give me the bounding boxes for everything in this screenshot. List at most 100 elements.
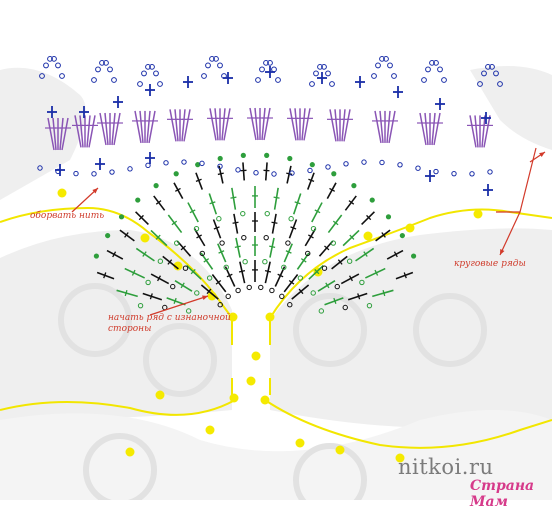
- blue-chain: [372, 74, 377, 79]
- blue-chain: [108, 67, 113, 72]
- blue-chain: [388, 63, 393, 68]
- row-black-1-stitch: [265, 262, 270, 283]
- blue-chain: [392, 74, 397, 79]
- row-green-1-stitch: [270, 238, 274, 258]
- row-black-1-chain: [259, 285, 263, 289]
- row-black-1-bar: [239, 271, 245, 272]
- note-start-row-line1: начать ряд с изнаночной: [108, 313, 231, 323]
- blue-chain-lower: [344, 162, 348, 166]
- row-black-1-chain: [280, 294, 284, 298]
- lace-top-left: [0, 68, 86, 200]
- row-black-2-chain: [286, 241, 290, 245]
- yellow-dot: [406, 224, 415, 233]
- blue-chain: [422, 78, 427, 83]
- blue-chain: [442, 78, 447, 83]
- lace-background: [0, 66, 552, 500]
- blue-chain-lower: [380, 160, 384, 164]
- blue-chain: [426, 67, 431, 72]
- row-black-1-chain: [236, 288, 240, 292]
- green-dot: [411, 253, 416, 258]
- row-black-3-bar: [286, 173, 292, 174]
- note-start-row: начать ряд с изнаночной стороны: [108, 313, 238, 335]
- note-round-rows: круговые ряды: [454, 259, 526, 270]
- green-dot: [105, 233, 110, 238]
- yellow-dot: [126, 448, 135, 457]
- blue-chain: [260, 67, 265, 72]
- row-black-3-stitch: [345, 196, 356, 210]
- blue-chain: [326, 71, 331, 76]
- row-black-2-stitch: [234, 214, 238, 234]
- blue-chain-lower: [416, 166, 420, 170]
- blue-chain-lower: [308, 168, 312, 172]
- green-dot: [287, 156, 292, 161]
- blue-chain: [314, 71, 319, 76]
- green-dot: [174, 171, 179, 176]
- blue-chain-lower: [200, 161, 204, 165]
- row-green-2-bar: [295, 202, 301, 204]
- blue-chain: [330, 82, 335, 87]
- row-black-1-chain: [247, 285, 251, 289]
- yellow-dot: [230, 394, 239, 403]
- row-black-3-stitch: [266, 162, 267, 180]
- row-black-2-bar: [233, 222, 239, 223]
- row-black-3-stitch: [376, 230, 390, 241]
- row-green-2-bar: [210, 202, 216, 204]
- blue-chain: [158, 82, 163, 87]
- blue-chain: [272, 67, 277, 72]
- blue-chain-lower: [254, 171, 258, 175]
- note-start-row-line2: стороны: [108, 324, 151, 334]
- row-green-2-stitch: [168, 215, 181, 233]
- row-black-3-stitch: [154, 196, 165, 210]
- green-dot: [370, 197, 375, 202]
- green-dot: [264, 153, 269, 158]
- row-green-2-stitch: [232, 188, 236, 210]
- yellow-dot: [252, 352, 261, 361]
- row-black-2-stitch: [272, 214, 276, 234]
- blue-chain: [60, 74, 65, 79]
- blue-chain: [92, 78, 97, 83]
- yellow-dot: [296, 439, 305, 448]
- blue-chain: [56, 63, 61, 68]
- green-dot: [241, 153, 246, 158]
- blue-chain-lower: [146, 163, 150, 167]
- yellow-dot: [364, 232, 373, 241]
- green-dot: [400, 233, 405, 238]
- blue-chain-lower: [488, 170, 492, 174]
- blue-chain: [276, 78, 281, 83]
- yellow-dot: [58, 189, 67, 198]
- blue-chain-lower: [236, 168, 240, 172]
- row-black-3-stitch: [243, 162, 244, 180]
- green-dot: [94, 253, 99, 258]
- row-green-2-stitch: [312, 203, 322, 222]
- yellow-dot: [206, 426, 215, 435]
- green-dot: [135, 197, 140, 202]
- blue-chain-lower: [452, 171, 456, 175]
- blue-chain: [206, 63, 211, 68]
- note-tie-off: оборвать нить: [30, 211, 104, 222]
- blue-chain-lower: [128, 167, 132, 171]
- watermark-brand: Страна Мам: [470, 478, 552, 510]
- yellow-dot: [266, 313, 275, 322]
- yellow-dot: [336, 446, 345, 455]
- green-dot: [331, 171, 336, 176]
- blue-chain-lower: [362, 160, 366, 164]
- row-green-2-bar: [274, 197, 280, 198]
- row-green-2-stitch: [188, 203, 198, 222]
- row-green-2-bar: [230, 197, 236, 198]
- arrow-round-rows-top-head: [539, 152, 545, 157]
- row-black-2-bar: [272, 222, 278, 223]
- yellow-dot: [261, 396, 270, 405]
- blue-chain: [376, 63, 381, 68]
- row-green-2-chain: [217, 217, 221, 221]
- row-green-2-chain: [289, 217, 293, 221]
- row-black-2-chain: [220, 241, 224, 245]
- blue-chain: [138, 82, 143, 87]
- row-black-1-stitch: [240, 262, 245, 283]
- yellow-dot: [156, 391, 165, 400]
- row-green-2-chain: [265, 211, 269, 215]
- row-green-2-chain: [241, 211, 245, 215]
- row-green-2-stitch: [275, 188, 279, 210]
- blue-chain-lower: [326, 165, 330, 169]
- blue-chain: [112, 78, 117, 83]
